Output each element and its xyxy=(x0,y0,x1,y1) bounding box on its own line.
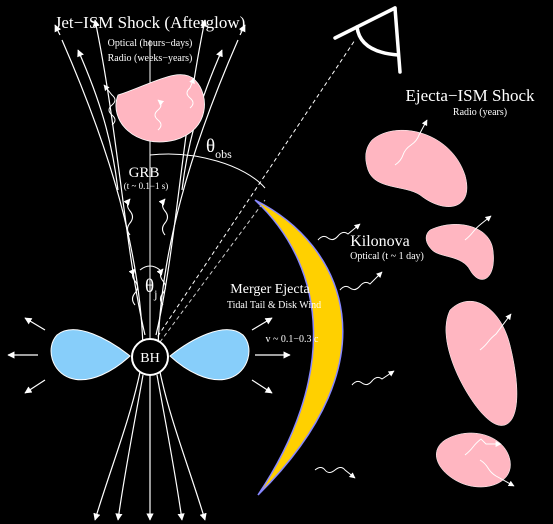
jet-shock-optical: Optical (hours−days) xyxy=(108,38,193,49)
theta-j-subscript: j xyxy=(153,287,157,301)
bh-label: BH xyxy=(140,351,159,366)
velocity-label: v ~ 0.1−0.3 c xyxy=(266,334,320,345)
grb-label: GRB xyxy=(129,165,160,181)
theta-j-symbol: θ xyxy=(145,276,154,297)
theta-obs-label: θobs xyxy=(206,136,232,161)
jet-shock-radio: Radio (weeks−years) xyxy=(108,53,193,64)
theta-obs-subscript: obs xyxy=(215,147,232,161)
jet-cone-left xyxy=(62,40,143,348)
merger-ejecta-title: Merger Ejecta xyxy=(230,282,310,297)
kilonova-crescent xyxy=(255,200,343,495)
ejecta-blob-2 xyxy=(426,224,494,279)
ejecta-shock-radio: Radio (years) xyxy=(453,107,507,118)
kilonova-optical: Optical (t ~ 1 day) xyxy=(350,251,424,262)
downward-arrows xyxy=(95,372,205,520)
observer-eye-icon xyxy=(335,8,400,72)
grb-time: (t ~ 0.1−1 s) xyxy=(124,181,168,191)
merger-ejecta-sub: Tidal Tail & Disk Wind xyxy=(227,300,321,311)
theta-obs-symbol: θ xyxy=(206,136,215,157)
disk-right xyxy=(170,330,249,380)
jet-shock-title: Jet−ISM Shock (Afterglow) xyxy=(55,13,246,32)
ejecta-blob-1 xyxy=(366,130,467,207)
ejecta-blob-4 xyxy=(436,433,510,487)
ejecta-shock-blobs xyxy=(366,130,517,487)
kilonova-label: Kilonova xyxy=(350,233,410,250)
disk-left xyxy=(51,330,130,380)
theta-j-label: θj xyxy=(145,276,157,301)
ejecta-shock-title: Ejecta−ISM Shock xyxy=(405,86,535,105)
